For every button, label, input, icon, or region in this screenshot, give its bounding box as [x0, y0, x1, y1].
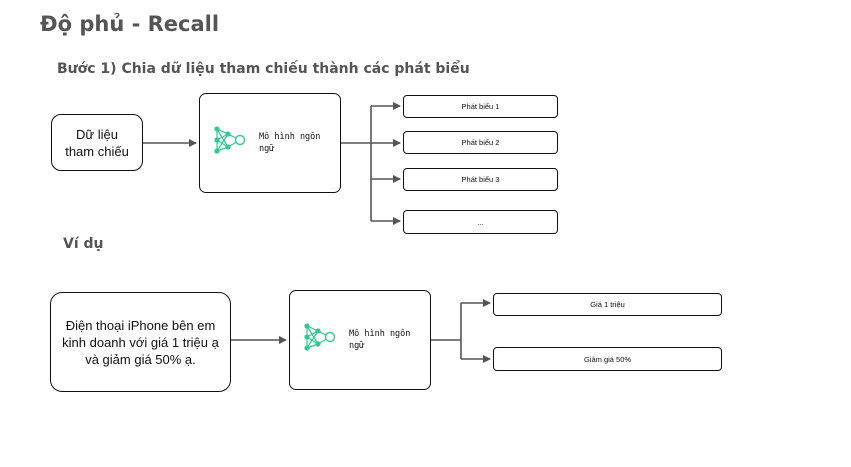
step1-output-3: Phát biểu 3 [403, 168, 558, 191]
step1-input-text: Dữ liệu tham chiếu [65, 126, 129, 159]
example-output-1: Giá 1 triệu [493, 293, 722, 316]
example-output-2: Giảm giá 50% [493, 347, 722, 371]
step1-output-1: Phát biểu 1 [403, 95, 558, 118]
output-label: Phát biểu 2 [461, 138, 500, 147]
example-input-box: Điện thoại iPhone bên em kinh doanh với … [50, 292, 231, 392]
output-label: Giảm giá 50% [583, 354, 632, 364]
example-model-label: Mô hình ngôn ngữ [349, 329, 411, 351]
example-heading: Ví dụ [63, 236, 104, 252]
step1-output-4: ... [403, 210, 558, 234]
example-input-text: Điện thoại iPhone bên em kinh doanh với … [62, 317, 219, 367]
neural-network-icon [211, 123, 247, 164]
output-label: Giá 1 triệu [590, 300, 625, 309]
step1-output-2: Phát biểu 2 [403, 131, 558, 154]
step1-heading: Bước 1) Chia dữ liệu tham chiếu thành cá… [57, 61, 470, 77]
page-title: Độ phủ - Recall [40, 12, 220, 36]
step1-model-box: Mô hình ngôn ngữ [199, 93, 341, 193]
step1-model-label: Mô hình ngôn ngữ [259, 132, 321, 154]
output-label: Phát biểu 1 [461, 102, 500, 111]
neural-network-icon [301, 320, 337, 361]
example-model-box: Mô hình ngôn ngữ [289, 290, 431, 390]
step1-input-box: Dữ liệu tham chiếu [51, 114, 143, 171]
output-label: Phát biểu 3 [461, 175, 500, 184]
output-label: ... [477, 217, 484, 227]
